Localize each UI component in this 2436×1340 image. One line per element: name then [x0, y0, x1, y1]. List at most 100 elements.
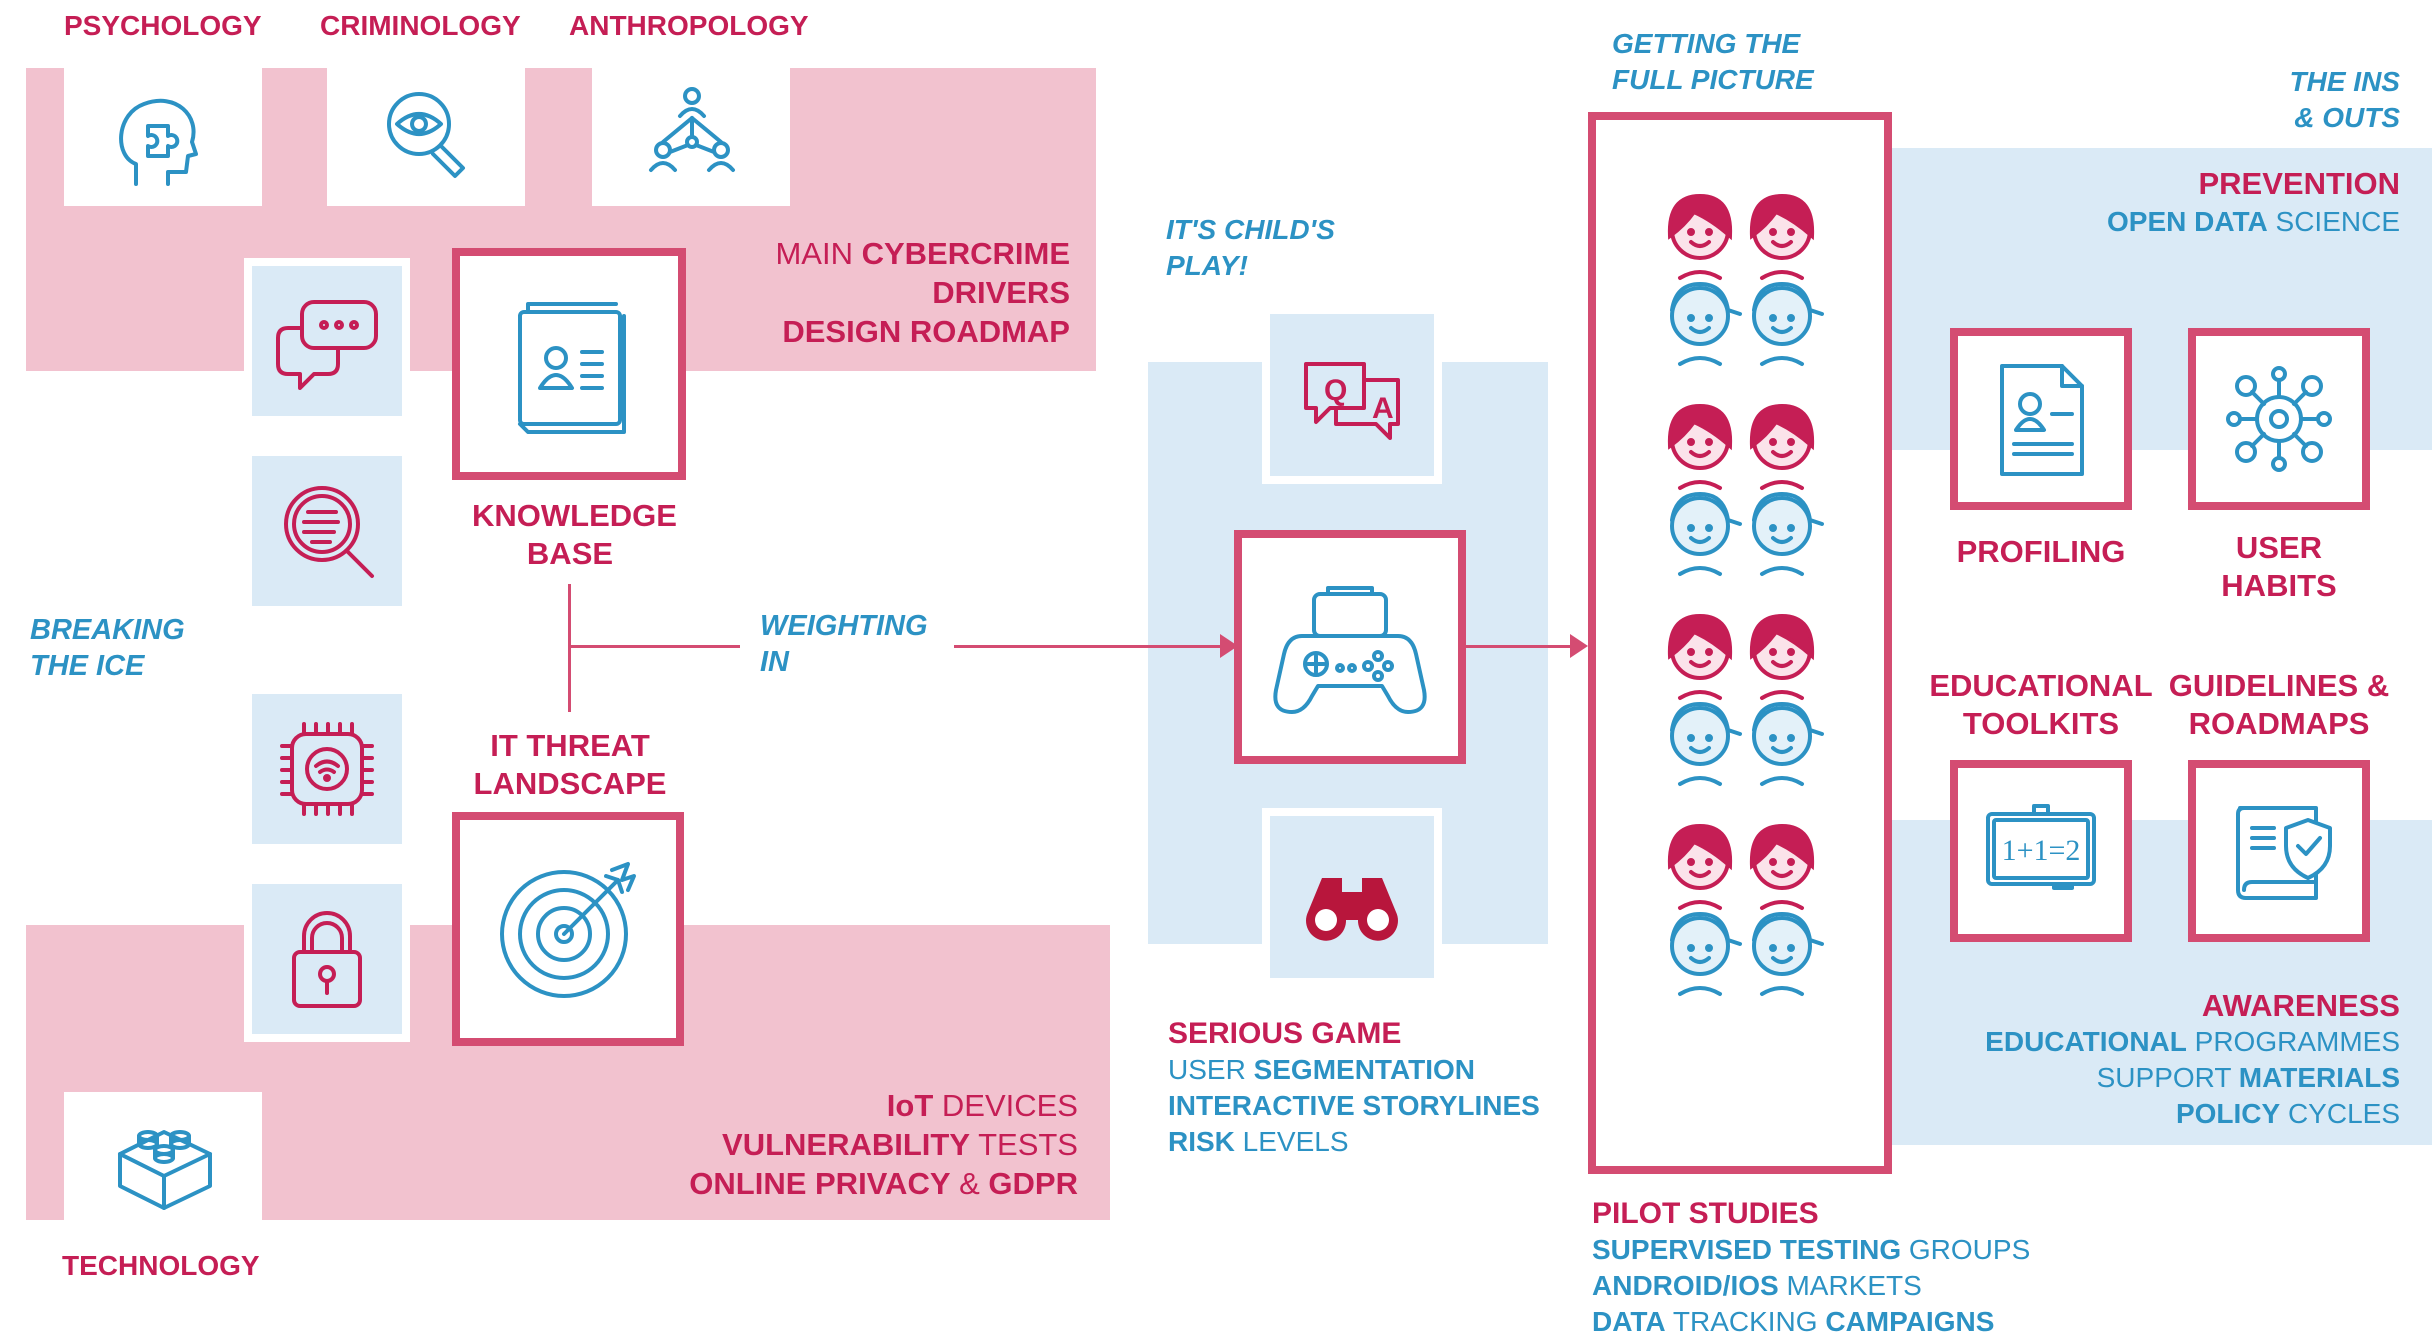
serious-game-line2: INTERACTIVE STORYLINES [1168, 1090, 1540, 1121]
book-contact-icon [518, 302, 626, 434]
binoculars-box [1262, 808, 1442, 986]
lego-brick-icon [118, 1130, 212, 1210]
padlock-icon [292, 911, 362, 1008]
ins-outs-1: THE INS [2289, 66, 2400, 97]
awareness-line1: EDUCATIONAL PROGRAMMES [1985, 1026, 2400, 1057]
binoculars-icon [1306, 878, 1398, 941]
qa-bubbles-icon: Q A [1304, 362, 1400, 440]
profiling-frame [1950, 328, 2132, 510]
user-habits-label-2: HABITS [2221, 568, 2337, 603]
chalkboard-text: 1+1=2 [2002, 834, 2081, 867]
user-habits-frame [2188, 328, 2370, 510]
main-drivers-line3: DESIGN ROADMAP [782, 314, 1070, 349]
iot-line3: ONLINE PRIVACY & GDPR [689, 1166, 1078, 1201]
connector-game-to-picture [1466, 645, 1578, 648]
ins-outs-2: & OUTS [2294, 102, 2400, 133]
girl-face [1749, 403, 1815, 490]
boy-face [1752, 701, 1824, 786]
chat-bubble-icon [276, 300, 378, 390]
magnifier-eye-icon [387, 92, 465, 178]
full-picture-1: GETTING THE [1612, 28, 1801, 59]
qa-letter-q: Q [1324, 374, 1347, 407]
network-users-icon [2226, 366, 2332, 472]
girl-face [1749, 193, 1815, 280]
awareness-title: AWARENESS [2201, 988, 2400, 1023]
gamepad-phone-icon [1273, 586, 1427, 714]
boy-face [1752, 911, 1824, 996]
awareness-line3: POLICY CYCLES [2175, 1098, 2400, 1129]
pilot-line1: SUPERVISED TESTING GROUPS [1592, 1234, 2031, 1265]
search-text-icon [284, 486, 374, 578]
prevention-sub: OPEN DATA SCIENCE [2107, 206, 2400, 237]
boy-face [1670, 491, 1742, 576]
it-threat-label-2: LANDSCAPE [473, 766, 667, 801]
it-threat-frame [452, 812, 684, 1046]
knowledge-base-frame [452, 248, 686, 480]
pilot-line3: DATA TRACKING CAMPAIGNS [1592, 1306, 1995, 1337]
boy-face [1670, 281, 1742, 366]
iot-line2: VULNERABILITY TESTS [722, 1127, 1078, 1162]
toolkits-label-2: TOOLKITS [1962, 706, 2120, 741]
book-shield-icon [2236, 806, 2332, 900]
toolkits-label-1: EDUCATIONAL [1929, 668, 2153, 703]
knowledge-base-label-1: KNOWLEDGE [472, 498, 677, 533]
connector-horizontal-right [954, 645, 1230, 648]
girl-face [1667, 193, 1733, 280]
head-puzzle-icon [119, 98, 198, 186]
weighting-in-2: IN [760, 646, 789, 678]
guidelines-frame [2188, 760, 2370, 942]
serious-game-line3: RISK LEVELS [1168, 1126, 1349, 1157]
guidelines-label-1: GUIDELINES & [2168, 668, 2390, 703]
chip-wifi-icon [280, 722, 374, 816]
pilot-frame [1588, 112, 1892, 1174]
chip-box [244, 686, 410, 852]
guidelines-label-2: ROADMAPS [2188, 706, 2370, 741]
it-threat-label-1: IT THREAT [490, 728, 650, 763]
iot-line1: IoT DEVICES [886, 1088, 1078, 1123]
childs-play-2: PLAY! [1166, 250, 1248, 281]
boy-face [1670, 911, 1742, 996]
qa-box: Q A [1262, 306, 1442, 484]
weighting-in-1: WEIGHTING [760, 610, 928, 642]
chat-box [244, 258, 410, 424]
awareness-line2: SUPPORT MATERIALS [2096, 1062, 2400, 1093]
knowledge-base-label-2: BASE [526, 536, 614, 571]
prevention-title: PREVENTION [2198, 166, 2400, 201]
girl-face [1667, 403, 1733, 490]
profiling-label: PROFILING [1956, 534, 2126, 569]
boy-face [1752, 491, 1824, 576]
search-text-box [244, 448, 410, 614]
arrow-head-picture [1570, 634, 1588, 658]
girl-face [1749, 823, 1815, 910]
category-psychology: PSYCHOLOGY [64, 10, 262, 41]
technology-box [64, 1092, 262, 1222]
profile-document-icon [2000, 364, 2084, 476]
main-drivers-line2: DRIVERS [932, 275, 1070, 310]
lock-box [244, 876, 410, 1042]
arrow-head-game [1220, 634, 1238, 658]
girl-face [1667, 613, 1733, 700]
target-arrow-icon [500, 862, 636, 998]
qa-letter-a: A [1372, 392, 1394, 425]
connector-vertical [568, 584, 571, 712]
pilot-line2: ANDROID/IOS MARKETS [1592, 1270, 1922, 1301]
category-technology: TECHNOLOGY [62, 1250, 260, 1281]
kids-faces-icon [1667, 193, 1824, 996]
childs-play-1: IT'S CHILD'S [1166, 214, 1335, 245]
serious-game-frame [1234, 530, 1466, 764]
full-picture-2: FULL PICTURE [1612, 64, 1814, 95]
breaking-ice-2: THE ICE [30, 650, 145, 682]
breaking-ice-1: BREAKING [30, 614, 185, 646]
anthropology-box [592, 68, 790, 206]
chalkboard-icon: 1+1=2 [1986, 804, 2096, 890]
pilot-title: PILOT STUDIES [1592, 1197, 1819, 1230]
psychology-box [64, 68, 262, 206]
girl-face [1667, 823, 1733, 910]
boy-face [1670, 701, 1742, 786]
girl-face [1749, 613, 1815, 700]
boy-face [1752, 281, 1824, 366]
serious-game-title: SERIOUS GAME [1168, 1017, 1402, 1050]
network-people-icon [649, 87, 735, 172]
connector-horizontal-left [570, 645, 740, 648]
user-habits-label-1: USER [2235, 530, 2323, 565]
